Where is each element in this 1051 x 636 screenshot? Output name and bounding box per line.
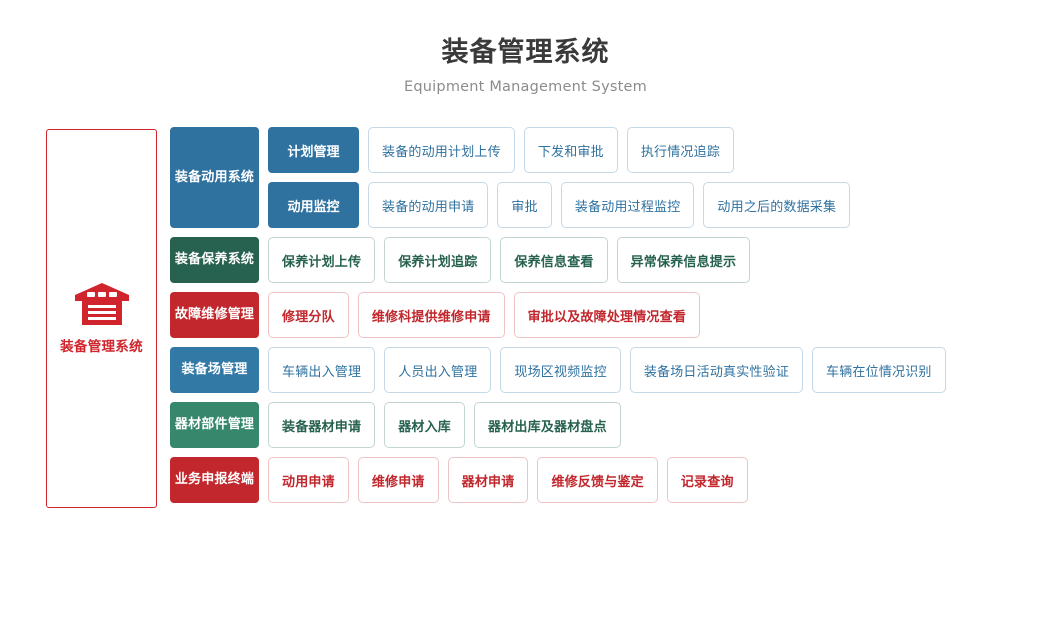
node-deployment-application[interactable]: 动用申请 (268, 457, 349, 503)
page-header: 装备管理系统 Equipment Management System (0, 36, 1051, 98)
subrow-deployment-monitoring: 动用监控 装备的动用申请 审批 装备动用过程监控 动用之后的数据采集 (268, 182, 851, 228)
category-block-parts-management[interactable]: 器材部件管理 (170, 402, 259, 448)
page-title: 装备管理系统 (441, 37, 610, 68)
subcategory-label: 计划管理 (287, 144, 340, 160)
subcategory-block-deployment-monitoring[interactable]: 动用监控 (268, 182, 359, 228)
module-group-fault-repair: 故障维修管理 修理分队 维修科提供维修申请 审批以及故障处理情况查看 (170, 292, 946, 338)
category-label: 装备动用系统 (174, 169, 255, 185)
subgroup-stack: 装备器材申请 器材入库 器材出库及器材盘点 (268, 402, 621, 448)
node-repair-feedback-and-appraisal[interactable]: 维修反馈与鉴定 (537, 457, 658, 503)
subrow-depot: 车辆出入管理 人员出入管理 现场区视频监控 装备场日活动真实性验证 车辆在位情况… (268, 347, 946, 393)
category-label: 装备保养系统 (174, 252, 255, 267)
node-execution-tracking[interactable]: 执行情况追踪 (626, 127, 735, 173)
subgroup-stack: 修理分队 维修科提供维修申请 审批以及故障处理情况查看 (268, 292, 701, 338)
node-repair-team[interactable]: 修理分队 (268, 292, 349, 338)
node-issue-and-approve[interactable]: 下发和审批 (523, 127, 618, 173)
system-overview-panel[interactable]: 装备管理系统 (46, 129, 157, 508)
category-label: 器材部件管理 (174, 417, 255, 432)
page-subtitle: Equipment Management System (404, 79, 647, 95)
category-block-declaration-terminal[interactable]: 业务申报终端 (170, 457, 259, 503)
warehouse-icon (74, 282, 130, 326)
category-block-equipment-deployment[interactable]: 装备动用系统 (170, 127, 259, 228)
category-label: 故障维修管理 (174, 307, 255, 322)
node-maintenance-info-view[interactable]: 保养信息查看 (500, 237, 608, 283)
category-label: 业务申报终端 (174, 472, 255, 487)
module-group-equipment-deployment: 装备动用系统 计划管理 装备的动用计划上传 下发和审批 执行情况追踪 动用监控 … (170, 127, 946, 228)
category-block-fault-repair[interactable]: 故障维修管理 (170, 292, 259, 338)
node-approval-and-fault-status-view[interactable]: 审批以及故障处理情况查看 (513, 292, 701, 338)
subcategory-label: 动用监控 (287, 199, 340, 215)
node-post-deployment-data-collection[interactable]: 动用之后的数据采集 (703, 182, 851, 228)
node-abnormal-maintenance-alert[interactable]: 异常保养信息提示 (616, 237, 751, 283)
subrow-fault-repair: 修理分队 维修科提供维修申请 审批以及故障处理情况查看 (268, 292, 701, 338)
module-group-declaration-terminal: 业务申报终端 动用申请 维修申请 器材申请 维修反馈与鉴定 记录查询 (170, 457, 946, 503)
subgroup-stack: 计划管理 装备的动用计划上传 下发和审批 执行情况追踪 动用监控 装备的动用申请… (268, 127, 851, 228)
node-deployment-process-monitoring[interactable]: 装备动用过程监控 (560, 182, 695, 228)
node-personnel-access-management[interactable]: 人员出入管理 (384, 347, 492, 393)
node-parts-inbound[interactable]: 器材入库 (384, 402, 466, 448)
category-label: 装备场管理 (181, 362, 248, 377)
node-parts-application[interactable]: 器材申请 (447, 457, 529, 503)
node-parts-outbound-and-inventory[interactable]: 器材出库及器材盘点 (474, 402, 621, 448)
category-block-depot-management[interactable]: 装备场管理 (170, 347, 259, 393)
node-maintenance-plan-upload[interactable]: 保养计划上传 (268, 237, 376, 283)
module-group-parts-management: 器材部件管理 装备器材申请 器材入库 器材出库及器材盘点 (170, 402, 946, 448)
node-vehicle-presence-recognition[interactable]: 车辆在位情况识别 (812, 347, 946, 393)
subrow-declaration: 动用申请 维修申请 器材申请 维修反馈与鉴定 记录查询 (268, 457, 748, 503)
node-record-query[interactable]: 记录查询 (666, 457, 748, 503)
subrow-plan-management: 计划管理 装备的动用计划上传 下发和审批 执行情况追踪 (268, 127, 850, 173)
subgroup-stack: 保养计划上传 保养计划追踪 保养信息查看 异常保养信息提示 (268, 237, 751, 283)
node-vehicle-access-management[interactable]: 车辆出入管理 (268, 347, 376, 393)
node-maintenance-plan-tracking[interactable]: 保养计划追踪 (384, 237, 492, 283)
node-deployment-plan-upload[interactable]: 装备的动用计划上传 (368, 127, 515, 173)
module-group-maintenance-system: 装备保养系统 保养计划上传 保养计划追踪 保养信息查看 异常保养信息提示 (170, 237, 946, 283)
subgroup-stack: 动用申请 维修申请 器材申请 维修反馈与鉴定 记录查询 (268, 457, 748, 503)
category-block-maintenance-system[interactable]: 装备保养系统 (170, 237, 259, 283)
node-deployment-request[interactable]: 装备的动用申请 (368, 182, 489, 228)
subcategory-block-plan-management[interactable]: 计划管理 (268, 127, 359, 173)
subrow-parts: 装备器材申请 器材入库 器材出库及器材盘点 (268, 402, 621, 448)
node-equipment-parts-request[interactable]: 装备器材申请 (268, 402, 376, 448)
module-group-depot-management: 装备场管理 车辆出入管理 人员出入管理 现场区视频监控 装备场日活动真实性验证 … (170, 347, 946, 393)
subrow-maintenance: 保养计划上传 保养计划追踪 保养信息查看 异常保养信息提示 (268, 237, 751, 283)
node-repair-dept-request[interactable]: 维修科提供维修申请 (357, 292, 505, 338)
node-site-video-surveillance[interactable]: 现场区视频监控 (500, 347, 621, 393)
node-daily-activity-verification[interactable]: 装备场日活动真实性验证 (629, 347, 804, 393)
subgroup-stack: 车辆出入管理 人员出入管理 现场区视频监控 装备场日活动真实性验证 车辆在位情况… (268, 347, 946, 393)
node-repair-application[interactable]: 维修申请 (357, 457, 439, 503)
node-approval[interactable]: 审批 (497, 182, 552, 228)
system-overview-label: 装备管理系统 (60, 339, 143, 355)
module-diagram: 装备动用系统 计划管理 装备的动用计划上传 下发和审批 执行情况追踪 动用监控 … (170, 127, 946, 512)
